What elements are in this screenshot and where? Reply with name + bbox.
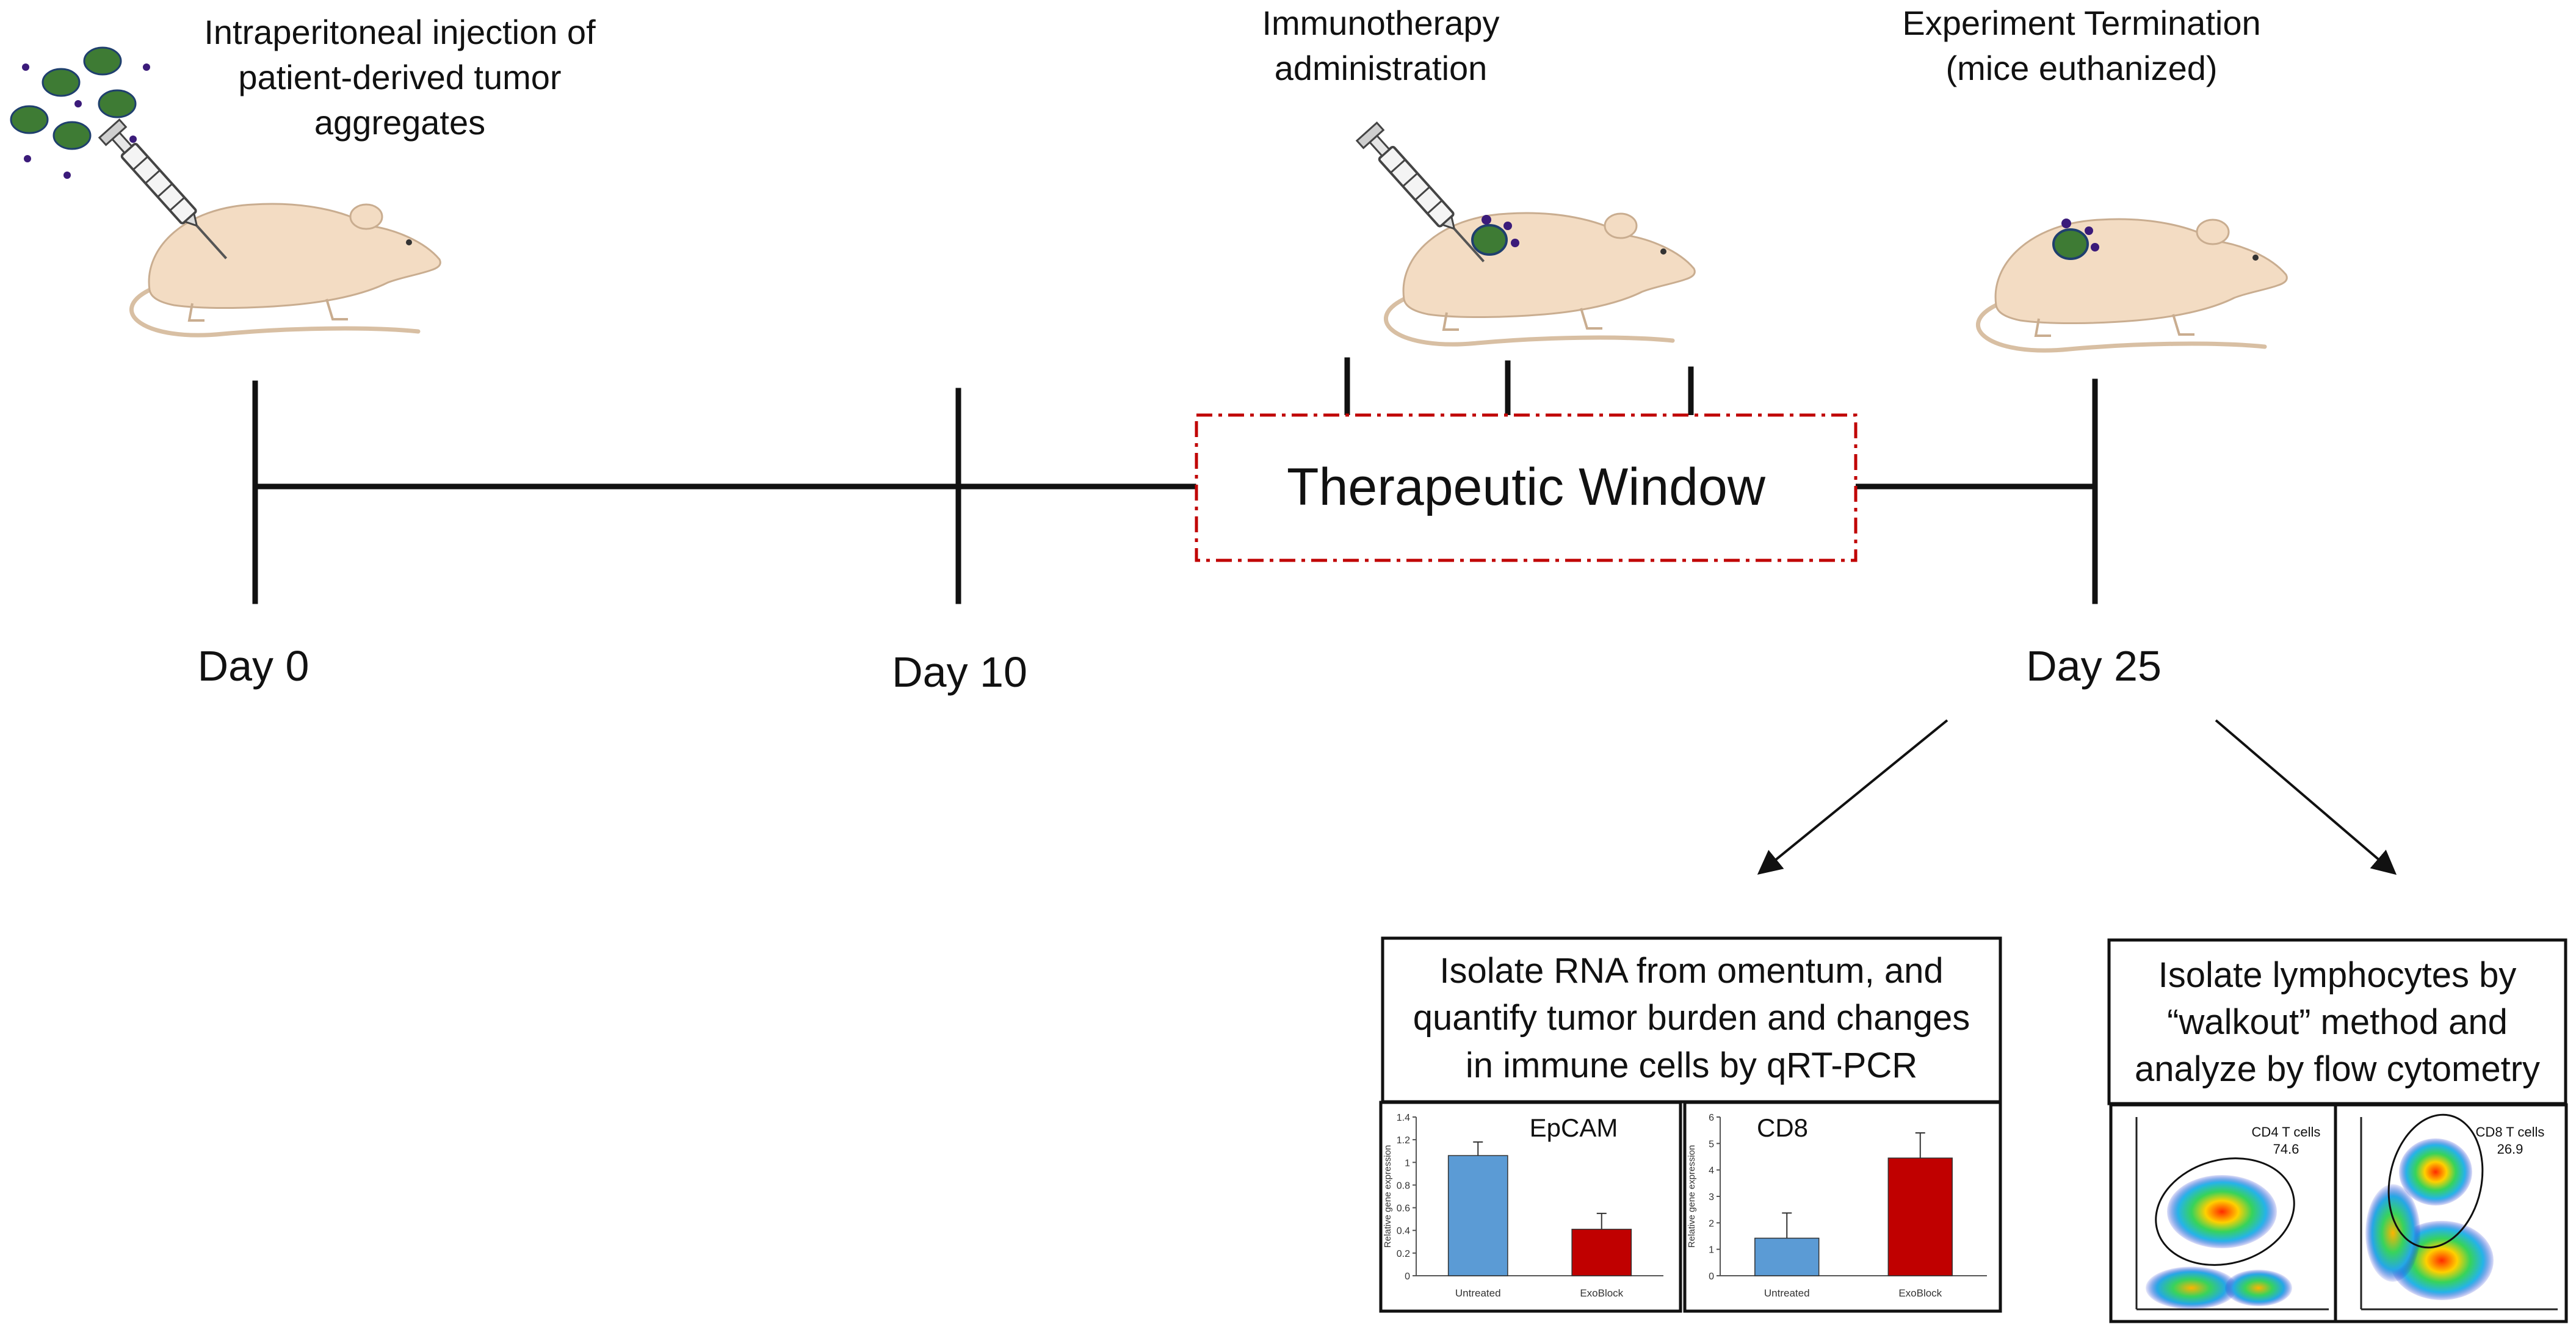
x-tick-label: Untreated [1764, 1287, 1810, 1299]
tumor-termination-icon [2052, 219, 2099, 260]
y-tick-label: 2 [1709, 1218, 1714, 1229]
flow-gate-cd4-value: 74.6 [2273, 1141, 2299, 1157]
timeline-axis [252, 357, 2098, 604]
y-tick-label: 6 [1709, 1113, 1714, 1123]
rna-method-line-3: in immune cells by qRT-PCR [1466, 1046, 1917, 1085]
lymphocyte-method-box [2107, 938, 2567, 1105]
y-tick-label: 0.6 [1397, 1204, 1410, 1214]
lymphocyte-method-line-2: “walkout” method and [2167, 1002, 2508, 1042]
y-axis-label: Relative gene expression [1687, 1145, 1697, 1248]
chart-title: EpCAM [1530, 1113, 1618, 1142]
lymphocyte-method-line-3: analyze by flow cytometry [2135, 1049, 2540, 1089]
y-tick-label: 5 [1709, 1139, 1714, 1149]
day10-label: Day 10 [892, 648, 1027, 696]
y-tick-label: 4 [1709, 1166, 1714, 1176]
bar-exoblock [1887, 1157, 1953, 1276]
y-axis-label: Relative gene expression [1383, 1145, 1393, 1248]
y-tick-label: 0.4 [1397, 1226, 1410, 1237]
rna-method-line-2: quantify tumor burden and changes [1413, 998, 1970, 1038]
injection-caption-line-3: aggregates [314, 103, 485, 142]
y-tick-label: 0 [1709, 1271, 1714, 1282]
immunotherapy-caption-line-2: administration [1275, 49, 1488, 87]
bar-untreated [1754, 1237, 1820, 1276]
arrow-to-rna [1757, 719, 1948, 875]
termination-caption-line-1: Experiment Termination [1902, 4, 2260, 42]
x-tick-label: ExoBlock [1898, 1287, 1942, 1299]
y-tick-label: 1 [1405, 1158, 1410, 1168]
rna-method-line-1: Isolate RNA from omentum, and [1439, 951, 1943, 991]
flow-plot-cd4: CD4 T cells 74.6 [2109, 1103, 2337, 1323]
flow-plot-cd8: CD8 T cells 26.9 [2334, 1103, 2568, 1323]
immunotherapy-caption-line-1: Immunotherapy [1262, 4, 1499, 42]
lymphocyte-method-line-1: Isolate lymphocytes by [2158, 955, 2517, 995]
bar-untreated [1447, 1155, 1508, 1276]
tumor-aggregates-icon [10, 46, 150, 179]
mouse-treatment-icon [1386, 213, 1695, 344]
injection-caption-line-2: patient-derived tumor [238, 58, 561, 96]
tumor-treatment-icon [1471, 215, 1519, 256]
flow-gate-cd4-label: CD4 T cells [2252, 1124, 2321, 1140]
therapeutic-window-label: Therapeutic Window [1287, 458, 1766, 516]
flow-gate-cd8-value: 26.9 [2497, 1141, 2524, 1157]
cd8-chart-frame [1683, 1101, 2002, 1313]
mouse-injection-icon [131, 204, 440, 335]
day0-label: Day 0 [198, 642, 309, 690]
bar-exoblock [1571, 1229, 1632, 1276]
x-tick-label: ExoBlock [1580, 1287, 1623, 1299]
y-tick-label: 3 [1709, 1192, 1714, 1202]
y-tick-label: 1.4 [1397, 1113, 1410, 1123]
therapeutic-window-box [1195, 413, 1858, 562]
y-tick-label: 1.2 [1397, 1135, 1410, 1146]
y-tick-label: 0 [1405, 1271, 1410, 1282]
rna-method-box [1381, 936, 2002, 1104]
arrow-to-lymphocytes [2215, 719, 2397, 875]
injection-caption-line-1: Intraperitoneal injection of [204, 13, 596, 51]
chart-title: CD8 [1757, 1113, 1808, 1142]
x-tick-label: Untreated [1455, 1287, 1501, 1299]
day25-label: Day 25 [2026, 642, 2162, 690]
y-tick-label: 0.2 [1397, 1249, 1410, 1259]
termination-caption-line-2: (mice euthanized) [1945, 49, 2217, 87]
y-tick-label: 0.8 [1397, 1181, 1410, 1191]
mouse-termination-icon [1978, 219, 2287, 350]
y-tick-label: 1 [1709, 1245, 1714, 1256]
flow-gate-cd8-label: CD8 T cells [2476, 1124, 2545, 1140]
